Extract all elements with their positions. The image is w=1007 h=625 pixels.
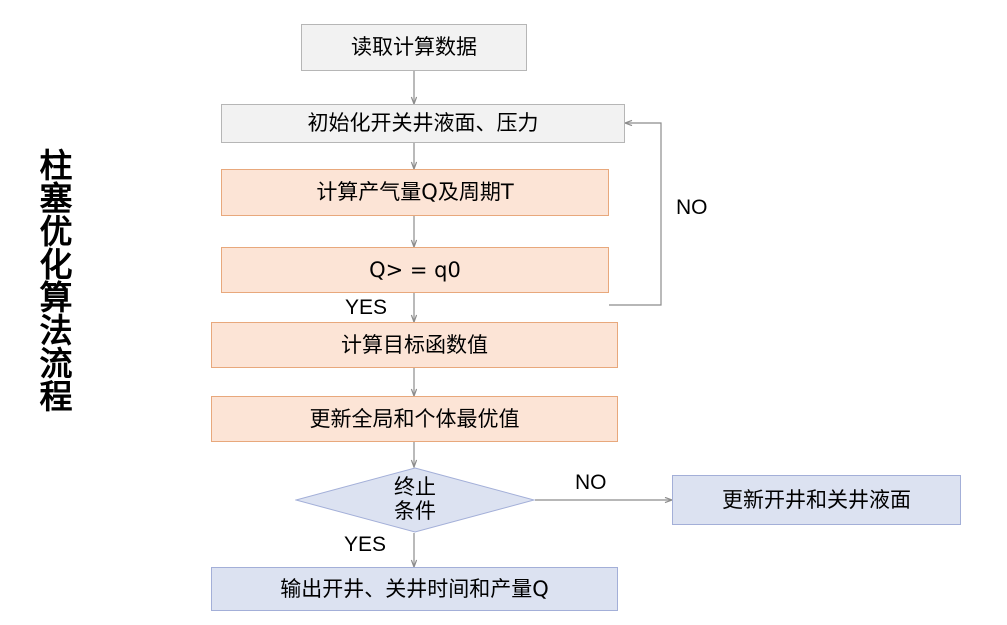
edge-label-yes-q: YES <box>345 296 388 319</box>
edge-label-yes-terminate: YES <box>344 533 387 556</box>
node-initialize[interactable]: 初始化开关井液面、压力 <box>221 104 625 143</box>
node-terminate-condition[interactable]: 终止 条件 <box>295 467 535 533</box>
node-condition-q-ge-q0[interactable]: Q> = q0 <box>221 247 609 293</box>
node-calc-gas-and-cycle[interactable]: 计算产气量Q及周期T <box>221 169 609 216</box>
edge-label-no-terminate: NO <box>575 471 607 494</box>
edge-label-no-q-loop: NO <box>676 196 708 219</box>
node-objective-value[interactable]: 计算目标函数值 <box>211 322 618 368</box>
node-read-data[interactable]: 读取计算数据 <box>301 24 527 71</box>
edge-condition-no-loop <box>609 119 662 306</box>
node-update-global-personal-best[interactable]: 更新全局和个体最优值 <box>211 396 618 442</box>
diamond-shape <box>295 467 535 533</box>
diagram-vertical-title: 柱塞优化算法流程 <box>34 148 73 412</box>
node-output-results[interactable]: 输出开井、关井时间和产量Q <box>211 567 618 611</box>
node-update-open-close-levels[interactable]: 更新开井和关井液面 <box>672 475 961 525</box>
terminate-condition-label: 终止 条件 <box>394 475 436 523</box>
